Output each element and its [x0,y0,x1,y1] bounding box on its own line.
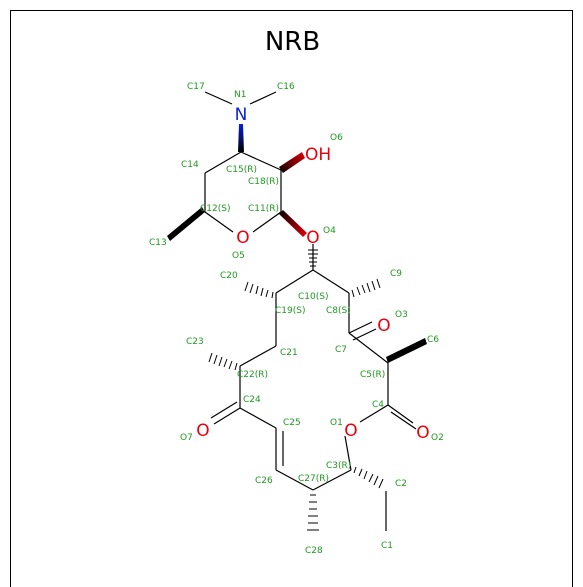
atom-label-c23: C23 [186,337,204,347]
atom-label-c17: C17 [187,82,205,92]
hydroxyl-group: OH [305,145,331,165]
ester-oxygen-o1: O [344,421,357,441]
atom-label-c14: C14 [181,160,199,170]
atom-label-c5: C5(R) [360,370,385,380]
atom-label-c15: C15(R) [226,165,257,175]
atom-label-c28: C28 [305,546,323,556]
atom-label-c22: C22(R) [237,370,268,380]
atom-label-c6: C6 [427,335,439,345]
atom-label-c13: C13 [149,238,167,248]
atom-label-c18: C18(R) [248,177,279,187]
sugar-ring-bonds [204,91,282,233]
atom-label-o1: O1 [330,418,343,428]
atom-label-c10: C10(S) [298,292,328,302]
wedge-bond-n1 [238,124,244,152]
hashed-bonds [208,249,384,531]
ring-oxygen-o5: O [236,228,249,248]
atom-label-o2: O2 [431,433,444,443]
diagram-frame: NRB [10,10,573,587]
atom-label-c27: C27(R) [298,474,329,484]
atom-label-o5: O5 [232,251,245,261]
atom-label-c21: C21 [280,348,298,358]
wedge-bond-o4 [279,210,307,237]
atom-label-c16: C16 [277,82,295,92]
atom-label-c2: C2 [395,479,407,489]
nitrogen-atom: N [235,105,248,125]
wedge-bond-c13 [167,207,205,241]
macrolide-ring-bonds [210,244,417,531]
atom-label-c11: C11(R) [248,204,279,214]
atom-label-o4: O4 [323,226,336,236]
diagram-title: NRB [264,27,321,57]
atom-label-c4: C4 [372,400,384,410]
atom-label-c7: C7 [335,345,347,355]
atom-label-o7: O7 [180,433,193,443]
atom-label-c12: C12(S) [200,204,230,214]
atom-label-c25: C25 [283,418,301,428]
atom-label-o3: O3 [395,310,408,320]
carbonyl-oxygen-o7: O [196,421,209,441]
atom-label-o6: O6 [330,133,343,143]
atom-label-c24: C24 [243,395,261,405]
atom-label-c20: C20 [220,271,238,281]
atom-label-c1: C1 [381,541,393,551]
ether-oxygen-o4: O [306,228,319,248]
wedge-bond-c6 [386,338,427,363]
atom-label-n1: N1 [234,90,246,100]
atom-label-c9: C9 [390,269,402,279]
carbonyl-oxygen-o3: O [377,316,390,336]
carbonyl-oxygen-o2: O [416,423,429,443]
atom-label-c26: C26 [255,476,273,486]
atom-label-c3: C3(R) [326,461,351,471]
atom-label-c8: C8(S) [326,306,351,316]
atom-label-c19: C19(S) [275,306,305,316]
atom-labels: C17 N1 C16 O6 C14 C15(R) C18(R) C12(S) C… [149,82,444,556]
wedge-bond-oh [279,152,305,173]
